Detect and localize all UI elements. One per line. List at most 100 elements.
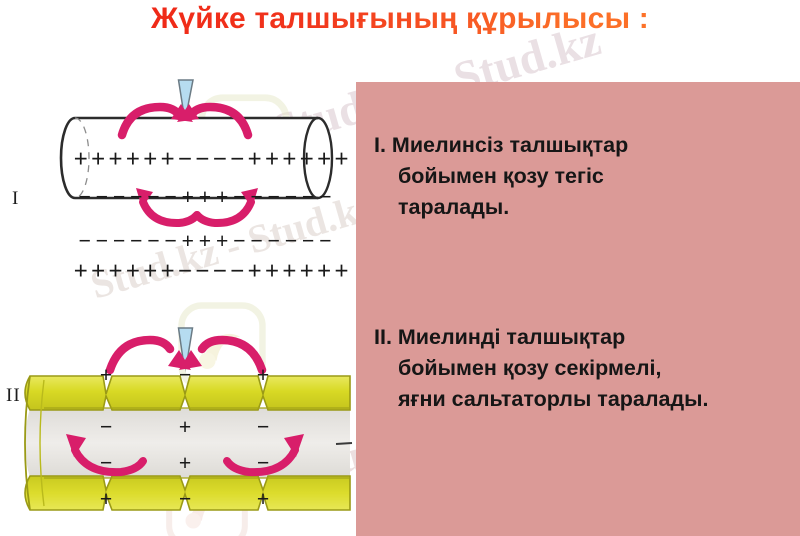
charge-negative: − — [301, 184, 315, 209]
charge-negative: − — [284, 228, 298, 253]
axon-cylinder — [59, 116, 334, 200]
current-arrows-outer — [105, 335, 267, 375]
node-charge-left-inner-lower: − — [100, 450, 113, 475]
node-charge-labels: + − + − + − − + − + − + — [100, 362, 270, 511]
inner-lower-charge-row: −−−−−−+++−−−−−− — [76, 228, 334, 254]
charge-positive: + — [334, 146, 349, 173]
charge-positive: + — [264, 146, 280, 173]
charge-positive: + — [108, 146, 123, 173]
unmyelinated-fiber-diagram — [59, 79, 334, 228]
current-arrows-inner — [139, 198, 255, 228]
charge-negative: − — [230, 146, 245, 173]
charge-negative: − — [284, 184, 298, 209]
charge-positive: + — [282, 146, 297, 173]
charge-negative: − — [233, 184, 246, 209]
charge-positive: + — [215, 184, 229, 209]
charge-positive: + — [125, 146, 140, 173]
node-charge-right-bottom: + — [257, 486, 270, 511]
charge-negative: − — [230, 258, 245, 285]
charge-negative: − — [195, 258, 210, 285]
charge-negative: − — [177, 258, 193, 285]
node-charge-right-top: + — [257, 362, 270, 387]
charge-positive: + — [143, 146, 158, 173]
outer-top-charge-row: ++++++−−−−++++++ — [72, 146, 350, 174]
charge-negative: − — [267, 184, 280, 209]
node-charge-mid-bottom: − — [179, 486, 192, 511]
explanation-item-1: I. Миелинсіз талшықтар бойымен қозу тегі… — [374, 130, 786, 223]
figure-column: I II — [0, 60, 356, 536]
charge-positive: + — [282, 258, 297, 285]
charge-positive: + — [125, 258, 140, 285]
charge-positive: + — [181, 184, 194, 209]
myelin-sheath — [24, 375, 353, 511]
charge-negative: − — [112, 228, 126, 253]
explanation-line: бойымен қозу тегіс — [398, 164, 604, 188]
outer-bottom-charge-row: ++++++−−−−++++++ — [72, 258, 350, 286]
figure-label-2: II — [6, 385, 21, 406]
charge-positive: + — [73, 258, 88, 285]
charge-negative: − — [250, 228, 263, 253]
charge-negative: − — [267, 228, 280, 253]
charge-negative: − — [129, 184, 143, 209]
charge-negative: − — [95, 184, 109, 209]
current-arrows-inner — [71, 446, 299, 477]
charge-negative: − — [212, 146, 227, 173]
charge-positive: + — [143, 258, 158, 285]
charge-negative: − — [195, 146, 210, 173]
charge-negative: − — [164, 228, 177, 253]
charge-negative: − — [147, 228, 160, 253]
charge-negative: − — [78, 228, 91, 253]
node-charge-mid-inner-lower: + — [179, 450, 192, 475]
charge-positive: + — [247, 258, 262, 285]
node-charge-mid-inner-upper: + — [179, 414, 192, 439]
charge-positive: + — [264, 258, 280, 285]
charge-negative: − — [212, 258, 227, 285]
charge-positive: + — [198, 184, 212, 209]
node-charge-left-bottom: + — [100, 486, 113, 511]
node-charge-left-top: + — [100, 362, 113, 387]
charge-negative: − — [250, 184, 263, 209]
charge-positive: + — [198, 228, 212, 253]
charge-positive: + — [317, 146, 332, 173]
node-charge-right-inner-upper: − — [257, 414, 270, 439]
charge-positive: + — [215, 228, 229, 253]
charge-positive: + — [108, 258, 123, 285]
charge-negative: − — [147, 184, 160, 209]
charge-negative: − — [164, 184, 177, 209]
current-arrow-heads-inner — [136, 188, 258, 208]
node-charge-left-inner-upper: − — [100, 414, 113, 439]
page-title: Жүйке талшығының құрылысы : — [0, 2, 800, 36]
explanation-line: I. Миелинсіз талшықтар — [374, 133, 629, 157]
charge-positive: + — [90, 258, 106, 285]
charge-positive: + — [160, 146, 175, 173]
node-charge-right-inner-lower: − — [257, 450, 270, 475]
charge-negative: − — [318, 228, 332, 253]
explanation-line: бойымен қозу секірмелі, — [398, 356, 662, 380]
explanation-item-2: II. Миелинді талшықтар бойымен қозу секі… — [374, 322, 786, 415]
charge-positive: + — [299, 146, 314, 173]
explanation-panel: I. Миелинсіз талшықтар бойымен қозу тегі… — [356, 82, 800, 536]
charge-negative: − — [129, 228, 143, 253]
charge-positive: + — [299, 258, 314, 285]
charge-negative: − — [177, 146, 193, 173]
charge-negative: − — [233, 228, 246, 253]
current-arrow-heads-inner — [66, 434, 304, 457]
charge-positive: + — [334, 258, 349, 285]
charge-negative: − — [112, 184, 126, 209]
charge-positive: + — [73, 146, 88, 173]
charge-negative: − — [78, 184, 91, 209]
charge-positive: + — [181, 228, 194, 253]
charge-positive: + — [160, 258, 175, 285]
explanation-line: II. Миелинді талшықтар — [374, 325, 626, 349]
current-arrow-heads-outer — [168, 350, 202, 370]
charge-negative: − — [318, 184, 332, 209]
explanation-line: яғни сальтаторлы таралады. — [398, 387, 709, 411]
charge-negative: − — [301, 228, 315, 253]
inner-upper-charge-row: −−−−−−+++−−−−−− — [76, 184, 334, 210]
current-arrow-heads-outer — [171, 104, 199, 122]
charge-positive: + — [247, 146, 262, 173]
figure-label-1: I — [12, 188, 20, 209]
explanation-line: таралады. — [398, 195, 510, 219]
current-arrows-outer — [117, 102, 253, 140]
